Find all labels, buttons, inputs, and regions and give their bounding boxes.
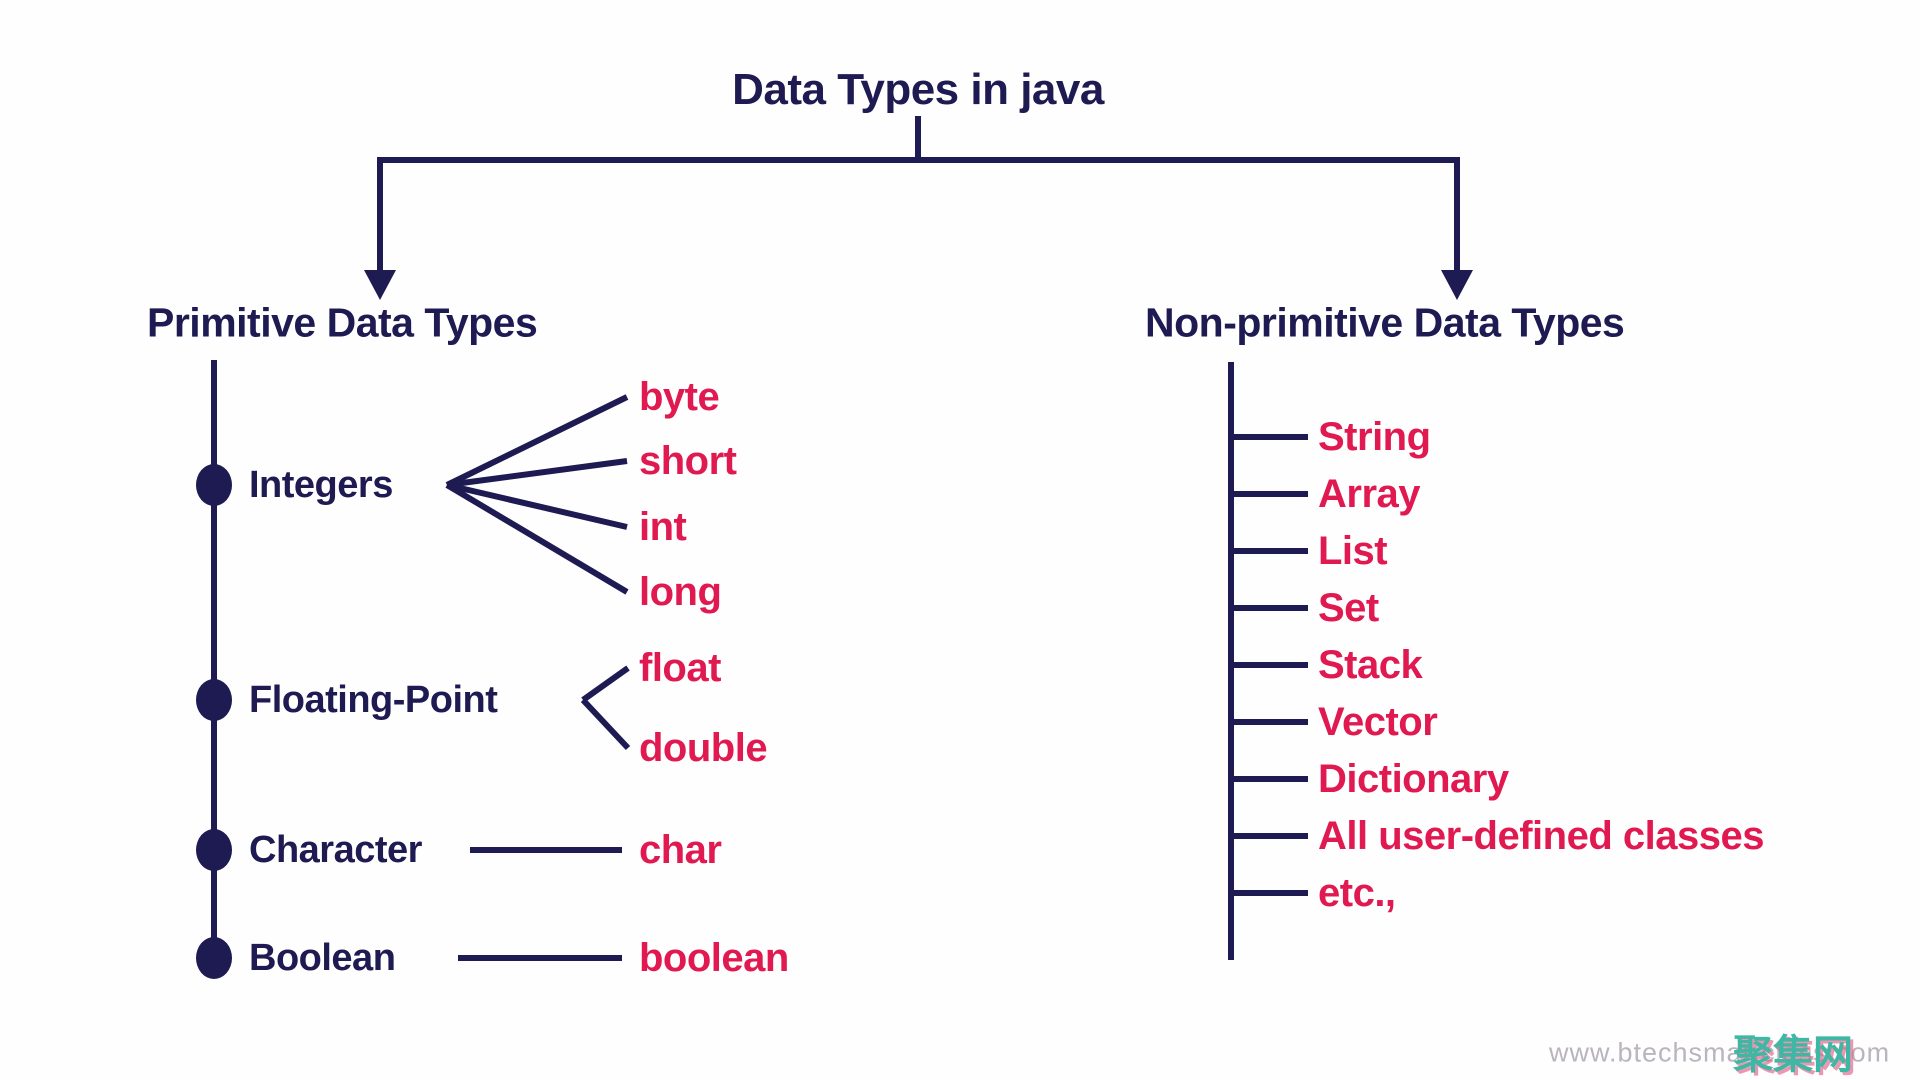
floating-double-connector [580,697,631,751]
type-string: String [1318,415,1431,459]
integers-byte-connector [445,394,629,488]
type-boolean: boolean [639,936,789,980]
floating-float-connector [581,665,630,703]
watermark-overlay-stamp: 聚集网 [1733,1033,1853,1077]
type-int: int [639,505,687,549]
type-float: float [639,646,721,690]
type-short: short [639,439,737,483]
type-user-defined-classes: All user-defined classes [1318,814,1764,858]
left-arrow-down-icon [364,270,396,300]
bullet-dot-character [196,829,232,871]
type-stack: Stack [1318,643,1423,687]
category-floating-point: Floating-Point [249,679,498,721]
category-integers: Integers [249,464,393,506]
diagram-title: Data Types in java [732,65,1104,114]
bullet-dot-floating-point [196,679,232,721]
integers-short-connector [446,458,628,488]
non-primitive-heading: Non-primitive Data Types [1145,299,1625,346]
category-character: Character [249,829,422,871]
type-etc: etc., [1318,871,1396,915]
type-array: Array [1318,472,1421,516]
type-byte: byte [639,375,720,419]
type-char: char [639,828,722,872]
category-boolean: Boolean [249,937,396,979]
bullet-dot-boolean [196,937,232,979]
type-dictionary: Dictionary [1318,757,1509,801]
type-set: Set [1318,586,1379,630]
type-double: double [639,726,768,770]
bullet-dot-integers [196,464,232,506]
right-arrow-down-icon [1441,270,1473,300]
type-long: long [639,570,722,614]
integers-long-connector [445,482,629,595]
type-vector: Vector [1318,700,1438,744]
primitive-heading: Primitive Data Types [147,299,538,346]
type-list: List [1318,529,1388,573]
integers-int-connector [446,482,628,530]
watermark-url: www.btechsmartclass.com [1549,1037,1891,1068]
